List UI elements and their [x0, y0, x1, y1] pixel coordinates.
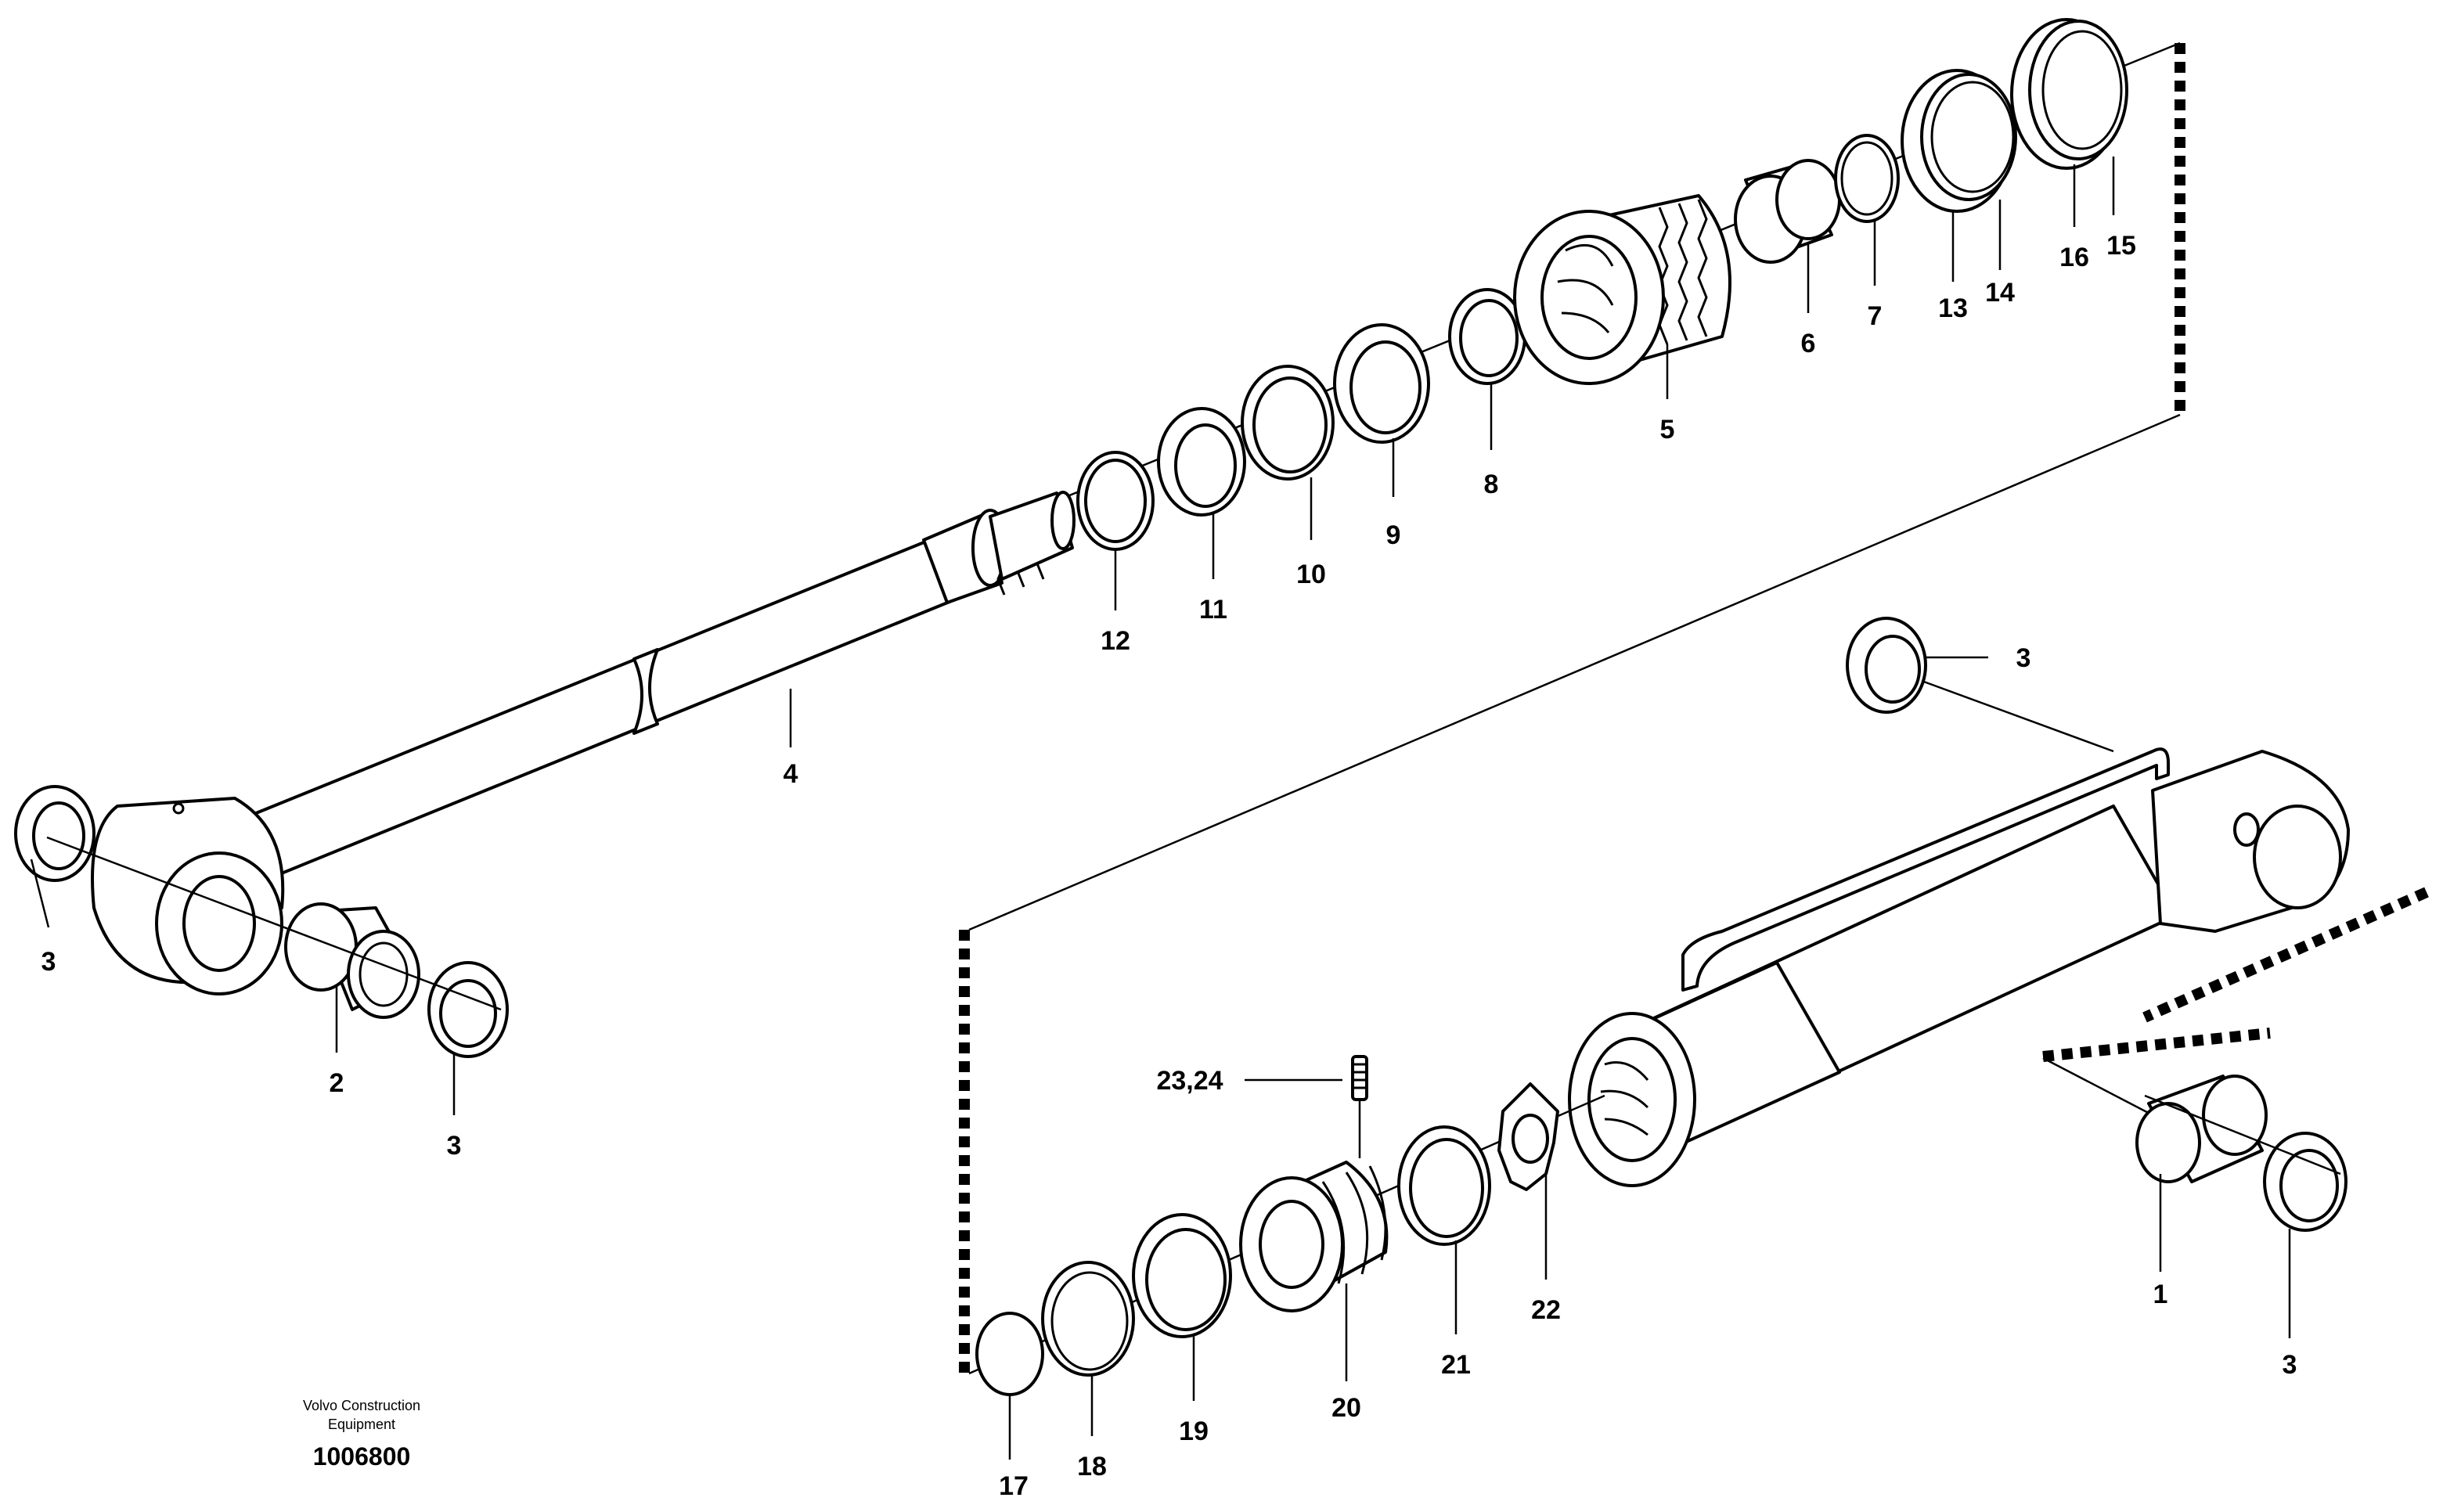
o-ring-7: [1834, 134, 1900, 223]
ring-15-16: [2010, 18, 2128, 170]
callout-3: 3: [41, 947, 56, 977]
callout-3: 3: [2283, 1350, 2297, 1380]
credit-line-1: Volvo Construction: [303, 1398, 420, 1413]
ring-21: [1397, 1125, 1491, 1246]
callout-8: 8: [1484, 470, 1499, 499]
ring-9: [1333, 323, 1430, 444]
leader-lines: [30, 157, 2291, 1460]
cylinder-base-eye: [2151, 750, 2350, 933]
piston-17: [1239, 1161, 1389, 1312]
callout-2: 2: [330, 1068, 344, 1098]
callout-3: 3: [2016, 643, 2031, 673]
callout-13: 13: [1938, 293, 1968, 323]
rod-eye-axis: [46, 836, 502, 1011]
callout-5: 5: [1660, 415, 1675, 445]
drawing-number: 1006800: [313, 1442, 411, 1471]
group-boundary-lines: [959, 43, 2429, 1373]
callout-1: 1: [2153, 1280, 2168, 1309]
callout-14: 14: [1985, 278, 2015, 308]
callout-4: 4: [784, 759, 798, 789]
callout-12: 12: [1101, 626, 1130, 656]
set-screw-23-24: [1351, 1055, 1368, 1101]
callout-23-24: 23,24: [1156, 1066, 1223, 1096]
lock-washer-22: [1497, 1082, 1559, 1191]
ring-19: [1041, 1261, 1135, 1377]
wiper-ring-3-lower-left: [427, 961, 509, 1058]
ring-13-14: [1901, 69, 2017, 213]
bushing-1: [2135, 1075, 2268, 1183]
callout-18: 17: [999, 1471, 1029, 1501]
ring-11: [1157, 407, 1246, 517]
ring-12: [1076, 451, 1155, 551]
callout-19: 18: [1077, 1452, 1107, 1481]
wiper-ring-3-left: [14, 785, 95, 882]
credit-line-2: Equipment: [328, 1417, 395, 1432]
bushing-2: [284, 902, 420, 1019]
callout-22: 22: [1531, 1295, 1561, 1325]
callout-16: 16: [2059, 243, 2089, 272]
ring-18: [975, 1312, 1044, 1396]
callout-17: 20: [1331, 1393, 1361, 1423]
callout-10: 10: [1296, 560, 1326, 589]
wiper-ring-3-upper-right: [1846, 617, 1927, 714]
piston-rod: [233, 491, 1076, 884]
callout-labels: 3 2 3 4 12 11 10 9 8 5 6 7 13 14 16 15 3…: [41, 231, 2297, 1501]
hydraulic-pipe: [1681, 747, 2170, 992]
ring-10: [1241, 365, 1335, 481]
rod-eye: [91, 797, 285, 995]
callout-21: 21: [1441, 1350, 1471, 1380]
drawing-info: Volvo Construction Equipment 1006800: [303, 1398, 420, 1471]
cylinder-head-5: [1513, 194, 1731, 385]
callout-7: 7: [1868, 301, 1883, 331]
callout-3: 3: [447, 1131, 462, 1161]
ring-20: [1132, 1213, 1232, 1338]
ring-8: [1448, 288, 1526, 385]
callout-11: 11: [1199, 595, 1227, 625]
cylinder-tube: [1568, 805, 2178, 1187]
callout-20: 19: [1179, 1417, 1209, 1446]
bushing-6: [1734, 159, 1841, 264]
callout-6: 6: [1801, 329, 1816, 358]
callout-9: 9: [1386, 520, 1401, 550]
callout-15: 15: [2106, 231, 2136, 261]
